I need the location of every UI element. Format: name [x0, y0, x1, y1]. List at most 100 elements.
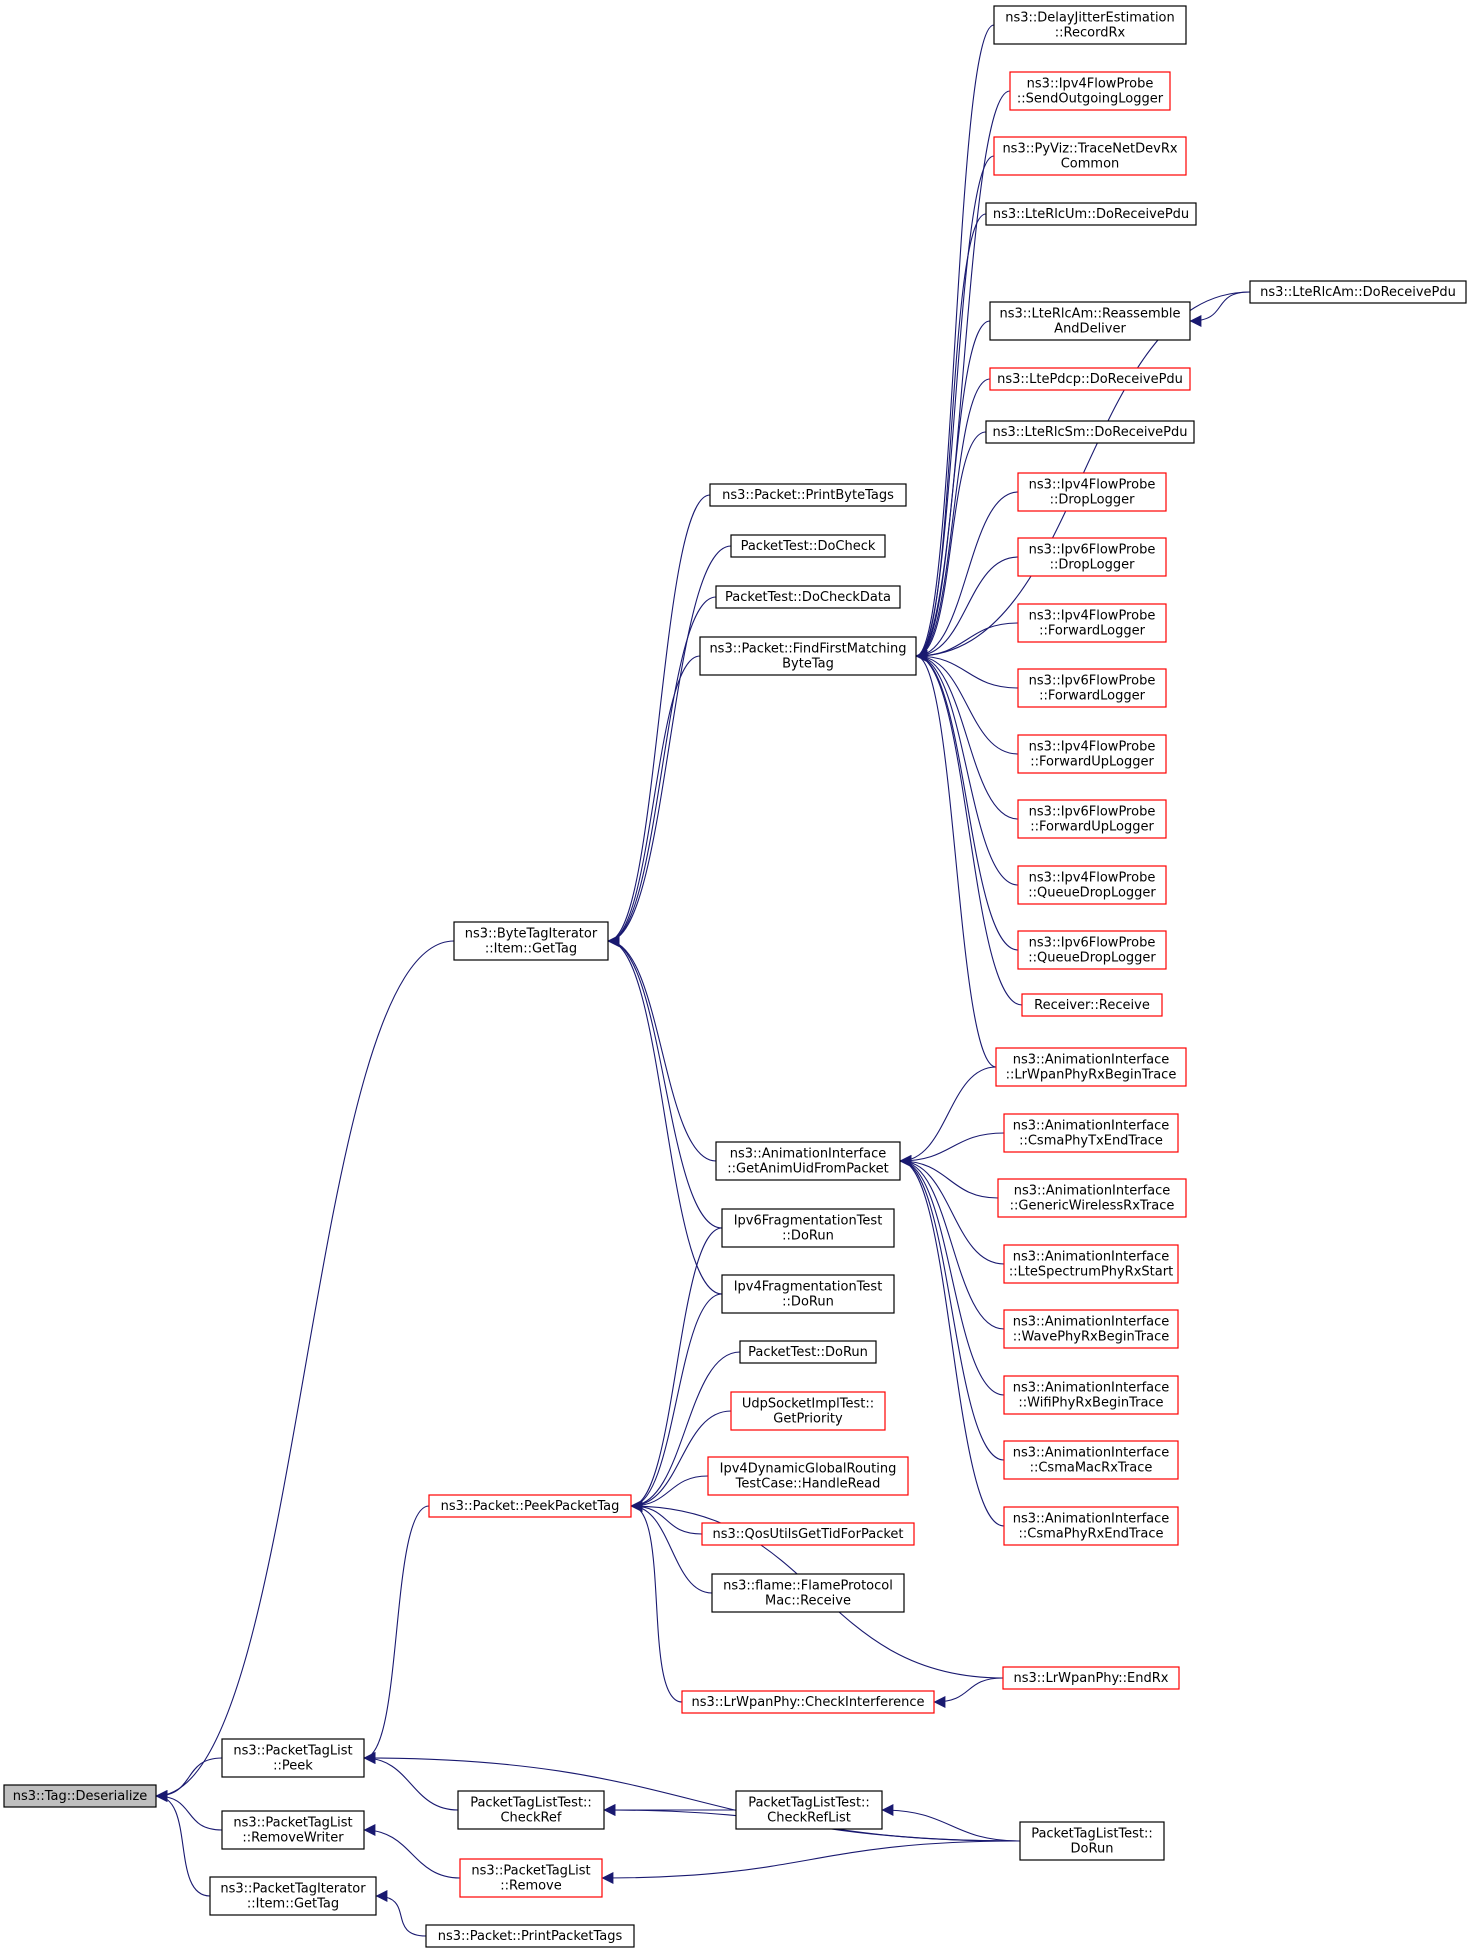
node-ipv6fp_fwdup[interactable]: ns3::Ipv6FlowProbe::ForwardUpLogger [1017, 799, 1167, 839]
node-ipv4dyn[interactable]: Ipv4DynamicGlobalRoutingTestCase::Handle… [707, 1456, 909, 1496]
node-box[interactable] [1002, 1666, 1180, 1690]
node-box[interactable] [1017, 799, 1167, 839]
node-docheckdata[interactable]: PacketTest::DoCheckData [715, 585, 901, 609]
node-box[interactable] [721, 1274, 895, 1314]
node-box[interactable] [1003, 1309, 1179, 1349]
node-box[interactable] [701, 1522, 915, 1546]
node-ai_wave[interactable]: ns3::AnimationInterface::WavePhyRxBeginT… [1003, 1309, 1179, 1349]
node-box[interactable] [1249, 280, 1467, 304]
node-ai_lte[interactable]: ns3::AnimationInterface::LteSpectrumPhyR… [1003, 1244, 1179, 1284]
node-box[interactable] [993, 5, 1187, 45]
node-ipv6frag[interactable]: Ipv6FragmentationTest::DoRun [721, 1208, 895, 1248]
node-endrx[interactable]: ns3::LrWpanPhy::EndRx [1002, 1666, 1180, 1690]
node-ipv4fp_fwd[interactable]: ns3::Ipv4FlowProbe::ForwardLogger [1017, 603, 1167, 643]
node-ai_generic[interactable]: ns3::AnimationInterface::GenericWireless… [997, 1178, 1187, 1218]
node-peekpackettag[interactable]: ns3::Packet::PeekPacketTag [428, 1494, 632, 1518]
node-remove[interactable]: ns3::PacketTagList::Remove [459, 1858, 603, 1898]
node-box[interactable] [1009, 71, 1171, 111]
node-box[interactable] [707, 1456, 909, 1496]
node-ipv4fp_fwdup[interactable]: ns3::Ipv4FlowProbe::ForwardUpLogger [1017, 734, 1167, 774]
node-qosutils[interactable]: ns3::QosUtilsGetTidForPacket [701, 1522, 915, 1546]
node-ipv4fp_send[interactable]: ns3::Ipv4FlowProbe::SendOutgoingLogger [1009, 71, 1171, 111]
node-ipv4frag[interactable]: Ipv4FragmentationTest::DoRun [721, 1274, 895, 1314]
node-box[interactable] [459, 1858, 603, 1898]
node-box[interactable] [1003, 1244, 1179, 1284]
node-ptl_dorun[interactable]: PacketTagListTest::DoRun [1019, 1821, 1165, 1861]
node-box[interactable] [1017, 930, 1167, 970]
node-pkttaglist_peek[interactable]: ns3::PacketTagList::Peek [221, 1738, 365, 1778]
node-box[interactable] [221, 1738, 365, 1778]
node-box[interactable] [1003, 1440, 1179, 1480]
node-checkref[interactable]: PacketTagListTest::CheckRef [457, 1790, 605, 1830]
node-printbytetags[interactable]: ns3::Packet::PrintByteTags [709, 483, 907, 507]
node-box[interactable] [997, 1178, 1187, 1218]
node-docheck[interactable]: PacketTest::DoCheck [730, 534, 886, 558]
node-bytetagiter_gettag[interactable]: ns3::ByteTagIterator::Item::GetTag [453, 921, 609, 961]
node-box[interactable] [457, 1790, 605, 1830]
node-box[interactable] [711, 1573, 905, 1613]
node-root[interactable]: ns3::Tag::Deserialize [3, 1784, 157, 1808]
node-box[interactable] [209, 1876, 377, 1916]
node-box[interactable] [739, 1340, 877, 1364]
node-getanimuid[interactable]: ns3::AnimationInterface::GetAnimUidFromP… [715, 1141, 901, 1181]
node-rlcsm[interactable]: ns3::LteRlcSm::DoReceivePdu [985, 420, 1195, 444]
node-box[interactable] [721, 1208, 895, 1248]
node-rlcam_recv[interactable]: ns3::LteRlcAm::DoReceivePdu [1249, 280, 1467, 304]
node-receiver[interactable]: Receiver::Receive [1021, 993, 1163, 1017]
node-box[interactable] [995, 1047, 1187, 1087]
node-ipv6fp_drop[interactable]: ns3::Ipv6FlowProbe::DropLogger [1017, 537, 1167, 577]
node-pkttagiter_gettag[interactable]: ns3::PacketTagIterator::Item::GetTag [209, 1876, 377, 1916]
node-udpsock[interactable]: UdpSocketImplTest::GetPriority [730, 1391, 886, 1431]
node-rlcum[interactable]: ns3::LteRlcUm::DoReceivePdu [985, 202, 1197, 226]
node-box[interactable] [1017, 603, 1167, 643]
node-box[interactable] [1017, 472, 1167, 512]
node-box[interactable] [1017, 734, 1167, 774]
node-box[interactable] [730, 534, 886, 558]
node-box[interactable] [428, 1494, 632, 1518]
node-box[interactable] [681, 1690, 935, 1714]
node-removewriter[interactable]: ns3::PacketTagList::RemoveWriter [221, 1810, 365, 1850]
node-box[interactable] [735, 1790, 883, 1830]
node-checkreflist[interactable]: PacketTagListTest::CheckRefList [735, 1790, 883, 1830]
node-ai_lrwpan[interactable]: ns3::AnimationInterface::LrWpanPhyRxBegi… [995, 1047, 1187, 1087]
node-box[interactable] [221, 1810, 365, 1850]
node-box[interactable] [1017, 865, 1167, 905]
node-ipv4fp_drop[interactable]: ns3::Ipv4FlowProbe::DropLogger [1017, 472, 1167, 512]
node-box[interactable] [715, 1141, 901, 1181]
node-box[interactable] [1003, 1506, 1179, 1546]
node-pt_dorun[interactable]: PacketTest::DoRun [739, 1340, 877, 1364]
node-box[interactable] [1017, 537, 1167, 577]
node-ipv4fp_qdrop[interactable]: ns3::Ipv4FlowProbe::QueueDropLogger [1017, 865, 1167, 905]
node-box[interactable] [425, 1924, 635, 1948]
node-box[interactable] [699, 636, 917, 676]
node-box[interactable] [3, 1784, 157, 1808]
node-box[interactable] [985, 202, 1197, 226]
node-printpackettags[interactable]: ns3::Packet::PrintPacketTags [425, 1924, 635, 1948]
node-box[interactable] [1017, 668, 1167, 708]
node-box[interactable] [715, 585, 901, 609]
node-ai_wifi[interactable]: ns3::AnimationInterface::WifiPhyRxBeginT… [1003, 1375, 1179, 1415]
node-box[interactable] [1003, 1375, 1179, 1415]
node-box[interactable] [1019, 1821, 1165, 1861]
node-ai_csmatx[interactable]: ns3::AnimationInterface::CsmaPhyTxEndTra… [1003, 1113, 1179, 1153]
node-box[interactable] [989, 367, 1191, 391]
node-box[interactable] [989, 301, 1191, 341]
node-box[interactable] [1021, 993, 1163, 1017]
node-box[interactable] [1003, 1113, 1179, 1153]
node-box[interactable] [730, 1391, 886, 1431]
node-ai_csmamac[interactable]: ns3::AnimationInterface::CsmaMacRxTrace [1003, 1440, 1179, 1480]
node-delayjitter[interactable]: ns3::DelayJitterEstimation::RecordRx [993, 5, 1187, 45]
node-box[interactable] [985, 420, 1195, 444]
node-checkinterf[interactable]: ns3::LrWpanPhy::CheckInterference [681, 1690, 935, 1714]
node-box[interactable] [993, 136, 1187, 176]
node-box[interactable] [453, 921, 609, 961]
node-ipv6fp_fwd[interactable]: ns3::Ipv6FlowProbe::ForwardLogger [1017, 668, 1167, 708]
node-ai_csmarx[interactable]: ns3::AnimationInterface::CsmaPhyRxEndTra… [1003, 1506, 1179, 1546]
node-pdcp[interactable]: ns3::LtePdcp::DoReceivePdu [989, 367, 1191, 391]
node-ipv6fp_qdrop[interactable]: ns3::Ipv6FlowProbe::QueueDropLogger [1017, 930, 1167, 970]
node-box[interactable] [709, 483, 907, 507]
